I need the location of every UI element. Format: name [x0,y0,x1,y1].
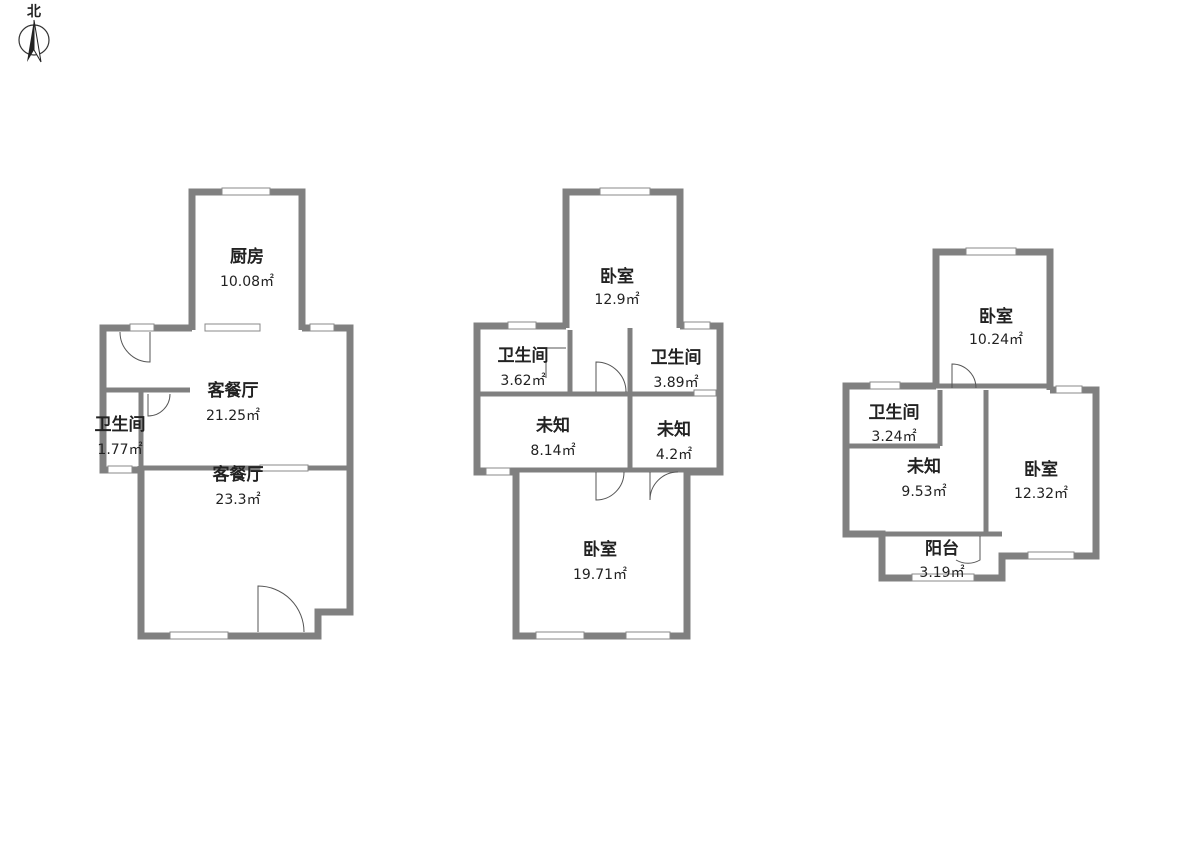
window [1055,385,1083,394]
room-bathroom: 卫生间 1.77㎡ [95,414,146,458]
door-swing [649,471,679,501]
room-area: 3.24㎡ [871,429,916,445]
window [129,323,155,332]
room-bedroom: 卧室 10.24㎡ [969,306,1023,348]
room-name: 未知 [656,419,691,440]
floor-3-inner [849,383,1050,537]
window [965,247,1017,256]
window [309,323,335,332]
room-name: 卧室 [600,266,634,287]
room-area: 1.77㎡ [97,442,142,458]
window [485,467,511,476]
room-area: 4.2㎡ [656,447,692,463]
room-name: 卫生间 [869,402,920,423]
door-swing [951,363,977,389]
floor-3-doors [951,363,981,564]
room-name: 未知 [906,456,941,477]
room-area: 23.3㎡ [215,492,260,508]
room-living-dining-upper: 客餐厅 21.25㎡ [206,380,260,424]
window [683,321,711,330]
room-living-dining-lower: 客餐厅 23.3㎡ [212,464,264,508]
north-compass: 北 [18,4,50,63]
room-name: 卧室 [583,539,617,560]
room-name: 卧室 [979,306,1013,327]
room-bathroom: 卫生间 3.62㎡ [498,345,549,389]
room-name: 未知 [535,415,570,436]
floor-2-doors [545,347,679,501]
room-unknown: 未知 9.53㎡ [901,456,946,500]
room-name: 阳台 [925,538,959,559]
room-name: 卫生间 [651,347,702,368]
door-swing [955,536,981,564]
room-area: 3.62㎡ [500,373,545,389]
window [869,381,901,390]
floor-1-doors [119,331,305,633]
room-bathroom: 卫生间 3.89㎡ [651,347,702,391]
room-area: 21.25㎡ [206,408,260,424]
room-area: 3.89㎡ [653,375,698,391]
door-swing [545,347,566,378]
room-kitchen: 厨房 10.08㎡ [220,246,274,290]
window [911,573,975,582]
window [259,464,309,472]
door-swing [595,361,627,393]
window [535,631,585,640]
room-area: 19.71㎡ [573,567,627,583]
room-area: 12.32㎡ [1014,486,1068,502]
room-name: 厨房 [230,246,264,267]
north-label: 北 [27,4,41,20]
room-area: 10.24㎡ [969,332,1023,348]
room-area: 9.53㎡ [901,484,946,500]
window [169,631,229,640]
room-area: 12.9㎡ [594,292,639,308]
window [599,187,651,196]
room-balcony: 阳台 3.19㎡ [919,538,964,581]
room-bedroom: 卧室 12.9㎡ [594,266,639,308]
room-area: 3.19㎡ [919,565,964,581]
window [507,321,537,330]
window [221,187,271,196]
room-bedroom: 卧室 12.32㎡ [1014,459,1068,502]
floor-1-inner [106,387,350,471]
floor-2-inner [480,328,718,473]
room-name: 卫生间 [498,345,549,366]
door-swing [119,331,151,363]
room-name: 客餐厅 [212,464,264,485]
wall [512,470,691,640]
window [625,631,671,640]
room-bedroom: 卧室 19.71㎡ [573,539,627,583]
door-swing [595,471,625,501]
room-unknown: 未知 8.14㎡ [530,415,575,459]
floor-1-windows [107,187,335,640]
window [107,465,133,474]
wall [302,324,354,470]
room-area: 8.14㎡ [530,443,575,459]
door-swing [257,585,305,633]
room-bathroom: 卫生间 3.24㎡ [869,402,920,445]
north-arrow-icon [18,19,50,63]
floor-2-windows [485,187,717,640]
floor-3-windows [869,247,1083,582]
window [1027,551,1075,560]
window [693,389,717,397]
room-name: 卧室 [1024,459,1058,480]
room-name: 卫生间 [95,414,146,435]
wall [137,466,354,640]
room-name: 客餐厅 [207,380,259,401]
room-unknown: 未知 4.2㎡ [656,419,692,463]
door-swing [147,393,171,417]
room-labels: 厨房 10.08㎡ 客餐厅 21.25㎡ 卫生间 1.77㎡ 客餐厅 23.3㎡… [95,246,1069,583]
room-area: 10.08㎡ [220,274,274,290]
window [204,323,261,332]
